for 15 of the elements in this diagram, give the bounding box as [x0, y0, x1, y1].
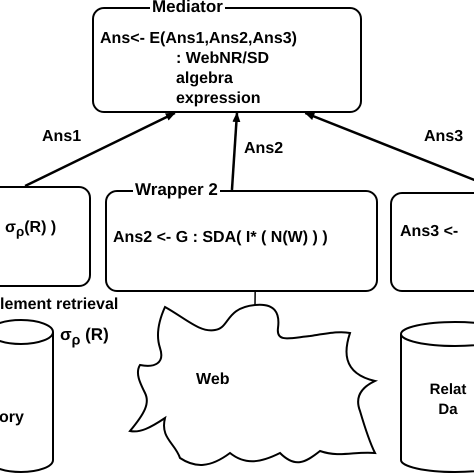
box-title: Wrapper 2 — [133, 180, 220, 200]
annotation-text: lement retrieval — [0, 296, 118, 314]
arrow — [24, 112, 176, 188]
database-label: ory — [0, 408, 24, 428]
expression-text: : WebNR/SD algebra expression — [176, 49, 270, 109]
expression-text: Ans<- E(Ans1,Ans2,Ans3) — [100, 29, 297, 49]
wrapper-box — [0, 186, 91, 287]
cloud-label: Web — [196, 370, 230, 390]
expression-text: σ$_{ρ}$ (R) — [60, 325, 109, 348]
arrow — [230, 112, 240, 190]
database-label: Relat Da — [428, 380, 468, 420]
expression-text: Ans3 <- — [400, 222, 458, 242]
expression-text: σ$_{ρ}$(R) ) — [5, 218, 56, 242]
connector-line — [254, 292, 256, 305]
expression-text: Ans2 <- G : SDA( I* ( N(W) ) ) — [113, 228, 328, 248]
